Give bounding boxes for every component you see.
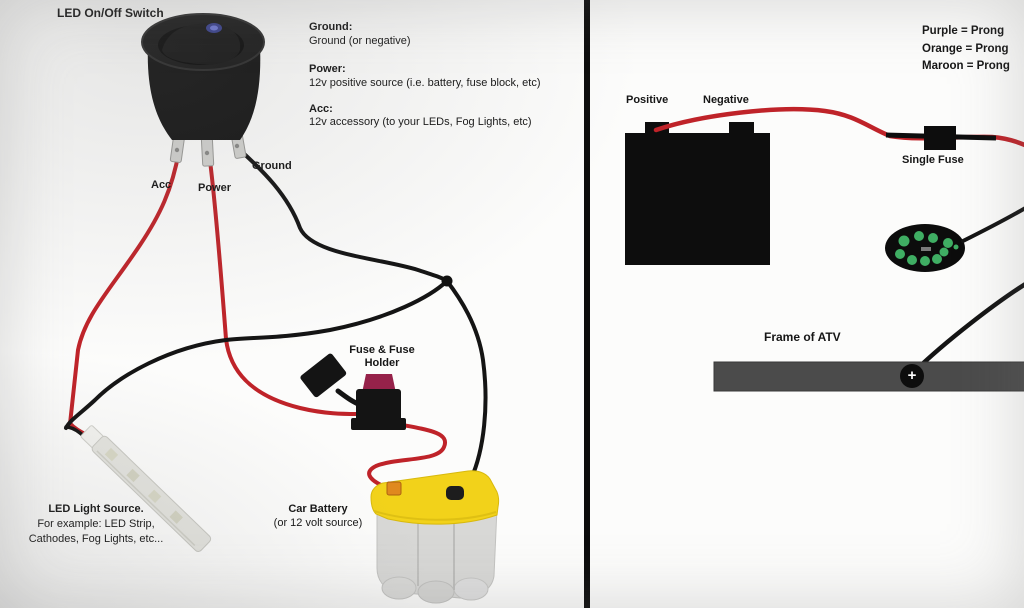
battery-symbol [625,122,770,265]
ground-plus-symbol: + [907,367,917,384]
power-wire [207,151,359,416]
legend-ground-term: Ground: [309,21,353,33]
negative-label: Negative [703,94,749,106]
ground-branch-led [64,279,449,430]
ground-branch-battery [445,279,488,494]
rocker-switch-photo [141,13,265,167]
ground-terminal-label: Ground [252,160,292,172]
prong-legend-orange: Orange = Prong [922,42,1009,55]
acc-wire [68,149,181,426]
power-terminal-label: Power [198,182,232,194]
legend-power-term: Power: [309,63,346,75]
acc-terminal-label: Acc [151,179,172,191]
wire-junction-dot [441,275,453,287]
led-source-line3: Cathodes, Fog Lights, etc... [28,533,164,545]
panel-divider [584,0,590,608]
ground-wire [239,149,449,283]
single-fuse-symbol [924,126,956,150]
legend-ground-desc: Ground (or negative) [309,35,411,47]
prong-legend-maroon: Maroon = Prong [922,60,1010,72]
pod-ground-wire [913,282,1024,373]
legend-power-desc: 12v positive source (i.e. battery, fuse … [309,77,541,89]
fuse-holder-label-line1: Fuse & Fuse [349,344,415,356]
atv-frame-bar [713,361,1024,392]
ground-connection-point [900,364,924,388]
led-pod [885,224,965,272]
frame-label: Frame of ATV [764,330,841,344]
switch-title: LED On/Off Switch [57,6,164,20]
led-strip-photo [80,425,212,552]
positive-label: Positive [626,94,669,106]
car-battery-label-title: Car Battery [288,503,348,515]
led-source-title: LED Light Source. [48,503,144,515]
car-battery-photo [370,470,500,604]
legend-acc-desc: 12v accessory (to your LEDs, Fog Lights,… [309,116,532,128]
single-fuse-label: Single Fuse [902,154,964,166]
pod-wire-out [961,206,1024,243]
led-source-line2: For example: LED Strip, [37,518,155,530]
prong-color-legend: Purple = Prong Orange = Prong Maroon = P… [922,23,1010,76]
fuse-holder [300,353,406,430]
fuse-holder-label-line2: Holder [364,357,400,369]
legend-acc-term: Acc: [309,103,333,115]
led-source-label: LED Light Source. For example: LED Strip… [16,502,176,547]
prong-legend-purple: Purple = Prong [922,25,1005,37]
fuse-holder-label: Fuse & Fuse Holder [336,344,428,370]
car-battery-label-sub: (or 12 volt source) [273,517,363,529]
car-battery-label: Car Battery (or 12 volt source) [262,502,374,530]
